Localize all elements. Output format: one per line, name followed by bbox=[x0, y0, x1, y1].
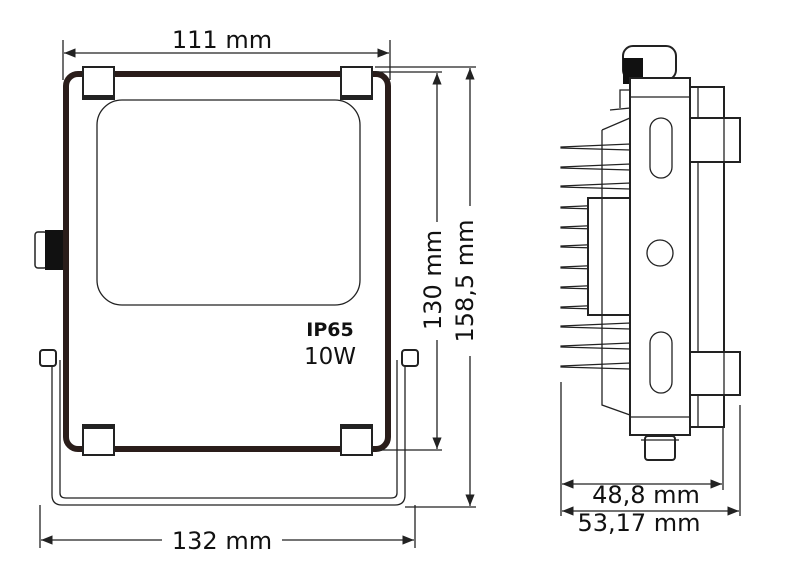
total-height-label: 158,5 mm bbox=[451, 219, 479, 342]
heatsink-fin bbox=[560, 182, 631, 190]
width-label: 111 mm bbox=[172, 26, 272, 54]
depth-label: 48,8 mm bbox=[592, 481, 700, 509]
bracket-width-label: 132 mm bbox=[172, 527, 272, 555]
heatsink-fin bbox=[560, 342, 631, 350]
heatsink-fin bbox=[560, 163, 631, 171]
housing bbox=[63, 71, 391, 452]
pivot-hole bbox=[646, 239, 674, 267]
cable-gland-nut bbox=[45, 230, 67, 270]
bracket-pivot-left bbox=[39, 349, 57, 367]
height-label: 130 mm bbox=[419, 230, 447, 330]
ip-rating: IP65 bbox=[306, 319, 353, 341]
heatsink-fin bbox=[560, 362, 631, 370]
lens-window bbox=[96, 99, 361, 306]
heatsink-fin bbox=[560, 143, 631, 151]
heatsink-fin bbox=[560, 322, 631, 330]
bracket-bottom bbox=[689, 351, 741, 396]
bottom-connector bbox=[644, 435, 676, 461]
mounting-bracket bbox=[51, 350, 406, 506]
side-body bbox=[629, 77, 691, 436]
bracket-pivot-right bbox=[401, 349, 419, 367]
corner-clips bbox=[82, 66, 373, 456]
power-rating: 10W bbox=[304, 344, 356, 370]
total-depth-label: 53,17 mm bbox=[577, 509, 700, 537]
slot-top bbox=[649, 117, 673, 179]
front-view: IP65 10W 111 mm 132 mm 130 mm 158,5 mm bbox=[34, 26, 485, 555]
bracket-top bbox=[689, 117, 741, 163]
heatsink-core bbox=[587, 197, 631, 316]
slot-bottom bbox=[649, 331, 673, 394]
side-view: 48,8 mm 53,17 mm bbox=[560, 45, 741, 537]
